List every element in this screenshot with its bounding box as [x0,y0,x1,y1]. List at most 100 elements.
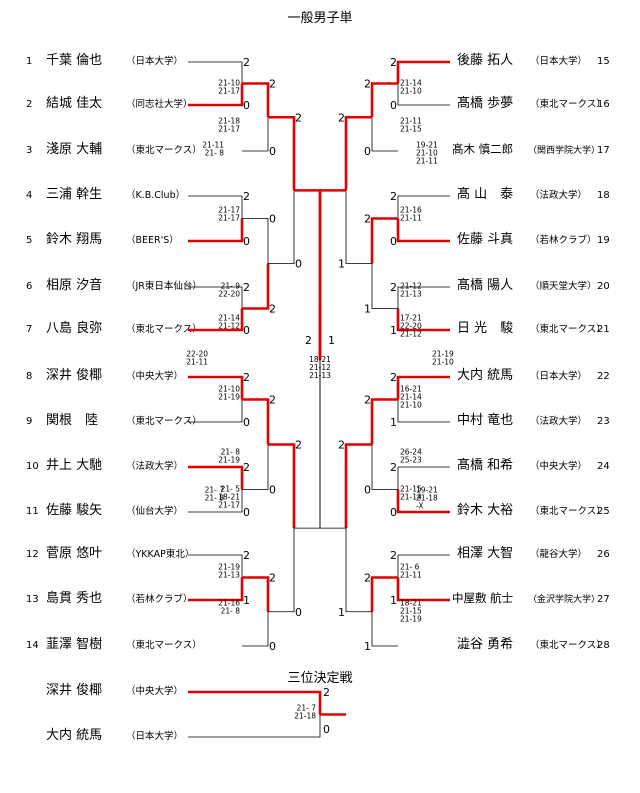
game-score: 21-10 [432,357,454,366]
player-team: （K.B.Club） [126,189,185,201]
bracket-line [188,714,321,738]
game-score: 21- 8 [221,607,241,616]
bracket-line [344,443,372,529]
seed-number: 12 [26,549,39,560]
game-score: 21-11 [400,214,422,223]
seed-number: 10 [26,461,39,472]
seed-number: 16 [597,99,610,110]
bracket-line [396,489,450,514]
seed-number: 19 [597,235,610,246]
bracket-line [396,218,450,243]
bracket-line [188,286,243,309]
player-team: （東北マークス） [530,505,606,517]
player-team: （中央大学） [530,460,587,472]
bracket-line [188,218,244,243]
player-team: （東北マークス） [530,639,606,651]
game-score: 21-14 [400,493,422,502]
game-score: 21- 8 [205,148,225,157]
bracket-line [268,115,296,191]
seed-number: 14 [26,640,39,651]
bracket-line [319,359,346,529]
bracket-line [397,554,450,578]
player-team: （日本大学） [126,730,183,742]
seed-number: 9 [26,416,32,427]
player-name: 後藤 拓人 [457,53,513,68]
bracket-line [242,117,269,152]
match-score: 0 [295,258,302,271]
bracket-line [396,577,450,602]
bracket-line [396,308,450,332]
player-team: （法政大学） [530,189,587,201]
bracket-line [242,398,270,445]
player-row: 佐藤 斗真（若林クラブ）19 [457,232,610,247]
game-score: 21-17 [218,214,240,223]
game-score: 26-24 [400,448,422,457]
match-score: 2 [243,461,250,474]
player-name: 井上 大馳 [46,458,102,473]
seed-number: 2 [26,99,32,110]
game-score: 21-12 [218,322,240,331]
bracket-line [188,375,244,400]
bracket-line [344,115,372,191]
game-score: 21-19 [218,563,240,572]
player-team: （若林クラブ） [126,593,193,605]
game-score: 22-20 [218,290,240,299]
seed-number: 21 [597,324,610,335]
player-team: （日本大学） [530,370,587,382]
match-score: 2 [295,439,302,452]
score-labels: 20202020202120022020202021-1021-1721-182… [186,56,454,736]
player-name: 佐藤 駿矢 [46,503,102,518]
game-score: 21- 5 [221,485,241,494]
player-name: 八島 良弥 [46,320,102,336]
bracket-line [188,554,243,578]
game-score: 21- 7 [205,486,225,495]
game-score: 21-16 [400,206,422,215]
match-score: 0 [390,99,397,112]
player-name: 中村 竜也 [457,413,513,428]
seed-number: 3 [26,145,32,156]
match-score: 0 [364,145,371,158]
player-name: 千葉 倫也 [46,53,102,68]
game-score: 21-17 [218,125,240,134]
bracket-line [188,308,244,332]
player-name: 関根 陸 [46,412,98,428]
seed-number: 13 [26,594,39,605]
seed-number: 15 [597,56,610,67]
bracket-line [345,190,372,264]
bracket-line [396,60,450,84]
bracket-line [188,61,243,84]
bracket-line [397,286,450,309]
match-score: 1 [364,303,371,316]
bracket-line [242,82,270,118]
game-score: 21-10 [400,401,422,410]
match-score: 2 [295,111,302,124]
player-row: 後藤 拓人 （日本大学） 15 [457,53,610,68]
match-score: 0 [390,506,397,519]
player-name: 髙橋 和希 [457,457,513,473]
bracket-line [188,83,244,107]
match-score: 2 [390,549,397,562]
game-score: 21-12 [309,363,331,372]
game-score: 18-21 [218,493,240,502]
match-score: 2 [269,303,276,316]
bracket-line [242,218,269,264]
game-score: 16-21 [400,385,422,394]
player-name: 結城 佳太 [46,96,102,111]
game-score: 21-17 [218,501,240,510]
player-team: （関西学院大学） [528,144,600,156]
game-score: 22-20 [400,322,422,331]
game-score: 21-17 [218,206,240,215]
player-team: （仙台大学） [126,505,183,517]
player-team: （JR東日本仙台） [126,280,202,292]
match-score: 0 [364,484,371,497]
bracket-line [242,444,269,490]
player-team: （日本大学） [530,55,587,67]
match-score: 0 [243,506,250,519]
match-score: 1 [364,640,371,653]
